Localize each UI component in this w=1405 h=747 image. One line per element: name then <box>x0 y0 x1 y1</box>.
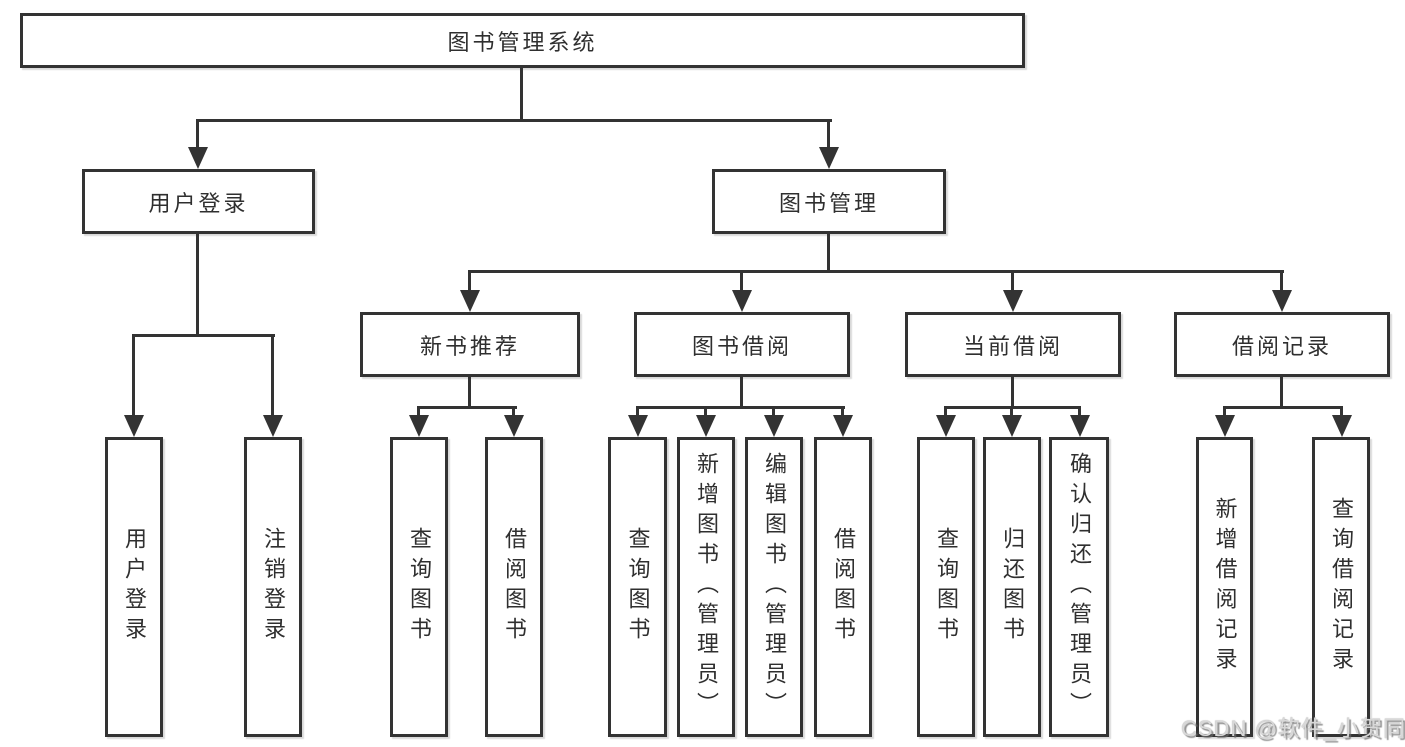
connector-line <box>827 119 830 151</box>
connector-line <box>1340 407 1343 419</box>
connector-line <box>417 406 517 409</box>
arrow-down-icon <box>188 147 208 169</box>
leaf-logout-login: 注销登录 <box>244 437 302 737</box>
leaf-query-books-recommend-label: 查询图书 <box>407 527 432 647</box>
leaf-logout-login-label: 注销登录 <box>261 527 286 647</box>
connector-line <box>417 407 420 419</box>
leaf-confirm-return-admin-label: 确认归还（管理员） <box>1067 452 1092 722</box>
arrow-down-icon <box>1272 290 1292 312</box>
connector-line <box>772 407 775 419</box>
leaf-add-borrow-record: 新增借阅记录 <box>1196 437 1253 737</box>
connector-line <box>196 119 199 151</box>
leaf-return-books-label: 归还图书 <box>1000 527 1025 647</box>
connector-line <box>468 271 471 292</box>
arrow-down-icon <box>1002 415 1022 437</box>
leaf-add-borrow-record-label: 新增借阅记录 <box>1212 497 1238 677</box>
connector-line <box>520 68 523 121</box>
node-borrowing-records: 借阅记录 <box>1174 312 1390 377</box>
arrow-down-icon <box>1003 290 1023 312</box>
node-borrowing-records-label: 借阅记录 <box>1231 333 1332 359</box>
node-book-borrowing-label: 图书借阅 <box>691 333 792 359</box>
connector-line <box>944 407 947 419</box>
leaf-query-borrow-record-label: 查询借阅记录 <box>1329 497 1354 677</box>
arrow-down-icon <box>833 415 853 437</box>
leaf-add-books-admin: 新增图书（管理员） <box>677 437 735 737</box>
leaf-borrow-books-borrowing-label: 借阅图书 <box>831 527 856 647</box>
leaf-query-books-current: 查询图书 <box>917 437 975 737</box>
leaf-borrow-books-recommend: 借阅图书 <box>485 437 543 737</box>
connector-line <box>1011 377 1014 408</box>
connector-line <box>1280 271 1283 292</box>
connector-line <box>1010 407 1013 419</box>
connector-line <box>1223 406 1343 409</box>
node-new-book-recommendation: 新书推荐 <box>360 312 580 377</box>
leaf-edit-books-admin: 编辑图书（管理员） <box>745 437 803 737</box>
connector-line <box>841 407 844 419</box>
node-book-borrowing: 图书借阅 <box>634 312 850 377</box>
arrow-down-icon <box>819 147 839 169</box>
arrow-down-icon <box>409 415 429 437</box>
arrow-down-icon <box>1070 415 1090 437</box>
connector-line <box>196 119 832 122</box>
connector-line <box>468 270 1284 273</box>
arrow-down-icon <box>460 290 480 312</box>
node-current-borrowing-label: 当前借阅 <box>962 333 1063 359</box>
arrow-down-icon <box>628 415 648 437</box>
node-library-management-system: 图书管理系统 <box>20 13 1025 68</box>
connector-line <box>196 234 199 336</box>
arrow-down-icon <box>732 290 752 312</box>
leaf-query-books-current-label: 查询图书 <box>934 527 959 647</box>
leaf-return-books: 归还图书 <box>983 437 1041 737</box>
leaf-query-books-recommend: 查询图书 <box>390 437 448 737</box>
arrow-down-icon <box>936 415 956 437</box>
leaf-query-borrow-record: 查询借阅记录 <box>1312 437 1370 737</box>
leaf-edit-books-admin-label: 编辑图书（管理员） <box>762 452 787 722</box>
connector-line <box>740 377 743 408</box>
leaf-user-login-label: 用户登录 <box>122 527 147 647</box>
arrow-down-icon <box>764 415 784 437</box>
node-user-login: 用户登录 <box>82 169 315 234</box>
arrow-down-icon <box>1215 415 1235 437</box>
node-current-borrowing: 当前借阅 <box>905 312 1121 377</box>
leaf-add-books-admin-label: 新增图书（管理员） <box>694 452 719 722</box>
arrow-down-icon <box>504 415 524 437</box>
connector-line <box>1280 377 1283 408</box>
arrow-down-icon <box>696 415 716 437</box>
connector-line <box>512 407 515 419</box>
leaf-query-books-borrowing: 查询图书 <box>608 437 667 737</box>
node-book-management-label: 图书管理 <box>778 190 879 216</box>
node-new-book-recommendation-label: 新书推荐 <box>419 333 520 359</box>
connector-line <box>132 334 275 337</box>
csdn-watermark: CSDN @软件_小贺同学 <box>1181 716 1405 741</box>
connector-line <box>636 406 845 409</box>
connector-line <box>636 407 639 419</box>
leaf-borrow-books-recommend-label: 借阅图书 <box>502 527 527 647</box>
connector-line <box>1078 407 1081 419</box>
connector-line <box>1223 407 1226 419</box>
connector-line <box>740 271 743 292</box>
connector-line <box>827 234 830 272</box>
connector-line <box>468 377 471 408</box>
connector-line <box>132 335 135 419</box>
leaf-query-books-borrowing-label: 查询图书 <box>625 527 651 647</box>
leaf-borrow-books-borrowing: 借阅图书 <box>814 437 872 737</box>
arrow-down-icon <box>263 415 283 437</box>
leaf-user-login: 用户登录 <box>105 437 163 737</box>
arrow-down-icon <box>124 415 144 437</box>
connector-line <box>1011 271 1014 292</box>
node-library-management-system-label: 图书管理系统 <box>447 29 598 55</box>
connector-line <box>704 407 707 419</box>
leaf-confirm-return-admin: 确认归还（管理员） <box>1049 437 1109 737</box>
node-book-management: 图书管理 <box>712 169 946 234</box>
connector-line <box>271 335 274 419</box>
node-user-login-label: 用户登录 <box>148 190 249 216</box>
arrow-down-icon <box>1332 415 1352 437</box>
